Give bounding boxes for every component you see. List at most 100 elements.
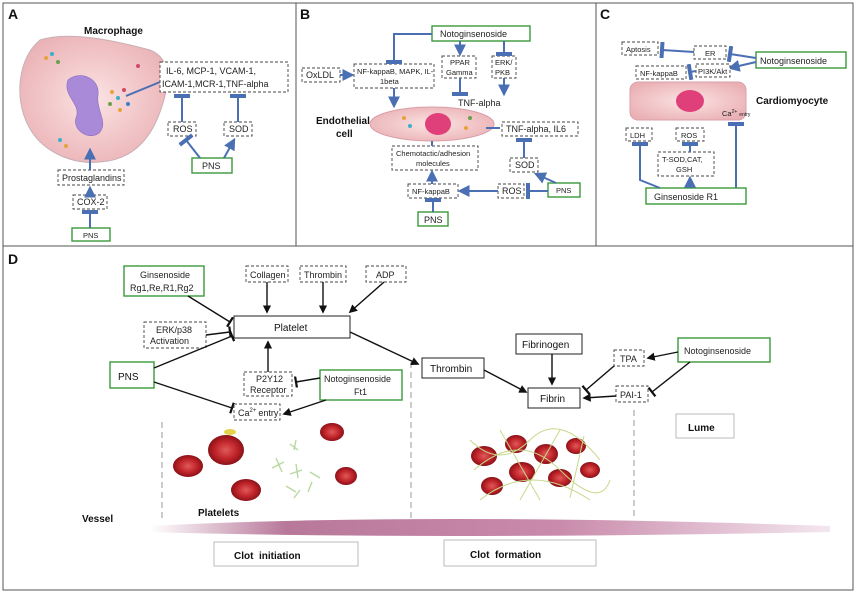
p2y12-line-2: Receptor [250, 385, 287, 395]
tpa-box [613, 349, 645, 367]
a-sod-label: SOD [229, 124, 249, 134]
c-nfkappab-box [635, 65, 687, 80]
c-notoginsenoside-label: Notoginsenoside [760, 56, 827, 66]
p2y12-line-1: P2Y12 [256, 374, 283, 384]
erk-p38-to-platelet [205, 326, 232, 338]
ginsenoside-r1-box [645, 187, 747, 205]
clot-initiation-label: Clot initiation [234, 551, 301, 562]
aptosis-box [621, 41, 659, 56]
macrophage-nucleus [66, 75, 104, 137]
ca-entry-symbol: Ca2+entry [722, 109, 751, 118]
aptosis-label: Aptosis [626, 45, 651, 54]
panel-b-letter: B [300, 6, 310, 22]
er-label: ER [705, 49, 716, 58]
noto-ft1-box [319, 369, 403, 401]
pai1-label: PAI-1 [620, 390, 642, 400]
tpa-label: TPA [620, 354, 637, 364]
ginsenoside-rg-line-1: Ginsenoside [140, 270, 190, 280]
b-sod-label: SOD [515, 160, 535, 170]
fibrinogen-label: Fibrinogen [522, 340, 569, 351]
platelet-label: Platelet [274, 323, 308, 334]
ginsenoside-rg-line-2: Rg1,Re,R1,Rg2 [130, 283, 194, 293]
b-pns-label-bottom: PNS [424, 215, 443, 225]
prostaglandins-label: Prostaglandins [62, 173, 122, 183]
panel-a: A Macrophage IL-6, MCP-1, VCAM-1, ICAM-1… [8, 6, 289, 242]
ginsenoside-rg-box [123, 265, 205, 297]
d-notoginsenoside-label: Notoginsenoside [684, 346, 751, 356]
erk-pkb-line-2: PKB [495, 68, 510, 77]
b-pns-label-right: PNS [556, 186, 571, 195]
nfkb-mapk-line-1: NF-kappaB, MAPK, IL- [357, 67, 434, 76]
noto-to-pi3k [727, 59, 757, 72]
ldh-box [625, 127, 653, 142]
cardiomyocyte-nucleus [676, 90, 704, 112]
tsod-line-2: GSH [676, 165, 692, 174]
c-ros-label: ROS [681, 131, 697, 140]
pns-box-d [109, 361, 155, 389]
thrombin-box [421, 357, 485, 379]
thrombin-to-fibrin [483, 369, 528, 393]
lume-box [675, 413, 735, 439]
adp-to-platelet [348, 281, 385, 314]
rbc-group-formation [471, 435, 600, 495]
c-nfkappab-label: NF-kappaB [640, 69, 678, 78]
fibrin-mesh [469, 428, 611, 501]
fibrin-box [527, 387, 581, 409]
pns-label-a-right: PNS [202, 161, 221, 171]
lume-label: Lume [688, 423, 715, 434]
c-notoginsenoside-box [755, 51, 847, 69]
chemotactic-line-1: Chemotactic/adhesion [396, 149, 470, 158]
pns-promotes-sod [223, 137, 236, 159]
pi3k-label: PI3K/Akt [698, 67, 728, 76]
platelet-to-thrombin [349, 331, 420, 365]
c-ros-box [675, 127, 705, 142]
cox2-label: COX-2 [77, 197, 105, 207]
pns-inhibits-ca [153, 381, 235, 414]
clot-initiation-box [213, 541, 359, 567]
noto-inhibits-er [726, 45, 757, 63]
fibrinogen-box [515, 333, 583, 355]
adp-box [365, 265, 407, 283]
sod-box [223, 121, 253, 137]
ginsenoside-r1-label: Ginsenoside R1 [654, 192, 718, 202]
a-ros-label: ROS [173, 124, 193, 134]
noto-to-tpa [646, 351, 679, 361]
er-to-aptosis [659, 41, 695, 59]
panel-d: D Ginsenoside Rg1,Re,R1,Rg2 Collagen Thr… [8, 251, 830, 567]
erk-pkb-line-1: ERK/ [495, 58, 513, 67]
panel-b: B Notoginsenoside OxLDL NF-kappaB, MAPK,… [300, 6, 581, 227]
fibrin-label: Fibrin [540, 394, 565, 405]
cytokines-to-cell-line [125, 81, 161, 97]
platelet-box [233, 315, 351, 339]
cytokines-box [159, 61, 289, 93]
macrophage-title: Macrophage [84, 26, 143, 37]
vessel-wall [150, 519, 830, 536]
b-tnf-alpha-label: TNF-alpha [458, 98, 501, 108]
endothelial-granules [402, 116, 472, 130]
vessel-label: Vessel [82, 514, 113, 525]
pi3k-inhibits-nfkb [686, 63, 697, 81]
cardiomyocyte-label: Cardiomyocyte [756, 96, 829, 107]
ca-entry-label: Ca2+entry [238, 408, 279, 418]
pns-inhibits-ros [178, 133, 201, 159]
ginsenoside-inhibits-platelet [187, 295, 234, 328]
panel-d-frame [2, 245, 854, 591]
panel-d-letter: D [8, 251, 18, 267]
b-nfkappab-label: NF-kappaB [412, 187, 450, 196]
erk-p38-box [143, 321, 207, 349]
chemotactic-line-2: molecules [416, 159, 450, 168]
pns-label-a-bottom: PNS [83, 231, 98, 240]
ft1-to-ca [282, 399, 327, 416]
pai1-to-fibrin [582, 393, 617, 402]
tsod-line-1: T-SOD,CAT, [662, 155, 703, 164]
tpa-inhibits-fibrin [581, 365, 615, 395]
clot-formation-box [443, 539, 597, 567]
clot-formation-label: Clot formation [470, 550, 541, 561]
endothelial-nucleus [425, 113, 451, 135]
oxldl-label: OxLDL [306, 70, 334, 80]
rbc-group-initiation [173, 423, 357, 501]
r1-inhibits-ldh [632, 142, 661, 189]
er-box [693, 45, 727, 60]
erk-p38-line-2: Activation [150, 336, 189, 346]
